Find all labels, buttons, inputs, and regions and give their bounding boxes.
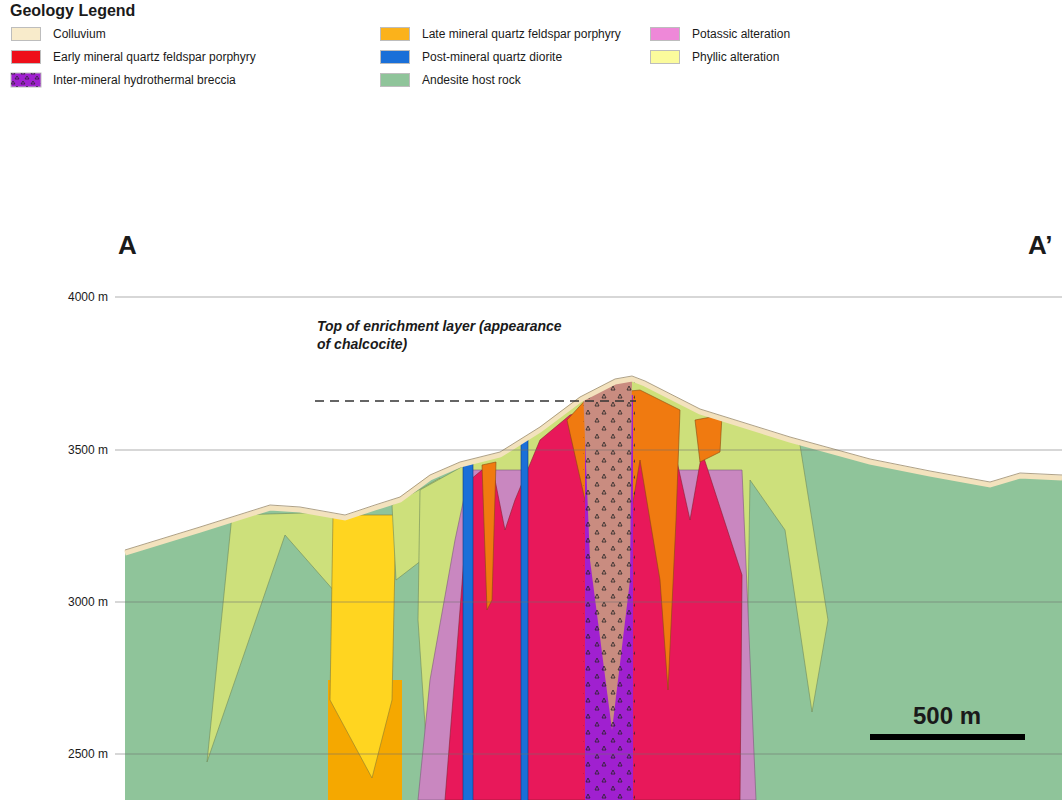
legend-swatch bbox=[380, 73, 410, 87]
enrichment-line bbox=[315, 400, 636, 401]
colluvium-layer bbox=[125, 379, 1062, 553]
legend-swatch bbox=[380, 50, 410, 64]
legend-label: Colluvium bbox=[53, 27, 106, 41]
section-body bbox=[125, 368, 1062, 800]
legend-label: Early mineral quartz feldspar porphyry bbox=[53, 50, 256, 64]
legend-label: Post-mineral quartz diorite bbox=[422, 50, 562, 64]
elevation-label: 3000 m bbox=[68, 595, 108, 609]
legend-label: Phyllic alteration bbox=[692, 50, 779, 64]
legend-swatch bbox=[650, 50, 680, 64]
legend-label: Potassic alteration bbox=[692, 27, 790, 41]
legend-swatch bbox=[650, 27, 680, 41]
scale-bar bbox=[870, 734, 1025, 740]
legend-label: Late mineral quartz feldspar porphyry bbox=[422, 27, 621, 41]
elevation-label: 4000 m bbox=[68, 290, 108, 304]
legend-label: Andesite host rock bbox=[422, 73, 521, 87]
legend-swatch bbox=[11, 50, 41, 64]
breccia-swatch bbox=[11, 73, 41, 87]
legend-heading: Geology Legend bbox=[10, 2, 135, 20]
section-end-label: A’ bbox=[1028, 230, 1053, 261]
legend-label: Inter-mineral hydrothermal breccia bbox=[53, 73, 236, 87]
elevation-label: 3500 m bbox=[68, 443, 108, 457]
elevation-gridlines bbox=[115, 297, 1062, 754]
enrichment-note: Top of enrichment layer (appearance of c… bbox=[317, 318, 567, 353]
elevation-label: 2500 m bbox=[68, 747, 108, 761]
legend-swatch bbox=[380, 27, 410, 41]
scale-label: 500 m bbox=[913, 702, 981, 730]
section-end-label: A bbox=[118, 230, 137, 261]
legend-swatch bbox=[11, 27, 41, 41]
